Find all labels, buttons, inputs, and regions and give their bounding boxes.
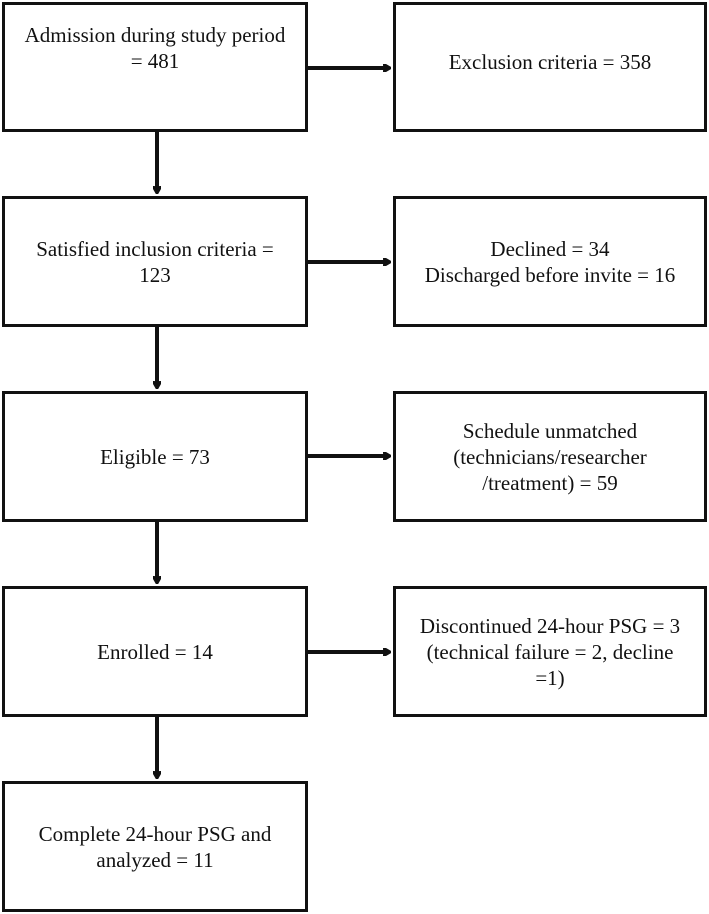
text-line: Discontinued 24-hour PSG = 3 [419, 613, 681, 638]
text-line: Declined = 34 [490, 236, 610, 261]
box-exclusion: Exclusion criteria = 358 [393, 2, 707, 132]
text-line: (technicians/researcher [453, 444, 647, 469]
text-line: = 481 [130, 49, 180, 73]
text-line: Exclusion criteria = 358 [448, 50, 652, 74]
text-line: /treatment) = 59 [482, 470, 618, 495]
text-line: Discharged before invite = 16 [424, 262, 676, 287]
box-declined: Declined = 34 Discharged before invite =… [393, 196, 707, 327]
text-line: Complete 24-hour PSG and [38, 821, 272, 846]
text-line: Admission during study period [24, 23, 286, 47]
box-eligible: Eligible = 73 [2, 391, 308, 522]
text-line: =1) [535, 665, 565, 690]
text-line: (technical failure = 2, decline [426, 639, 674, 664]
text-line: Enrolled = 14 [97, 639, 213, 664]
box-admission: Admission during study period = 481 [2, 2, 308, 132]
text-line: analyzed = 11 [96, 847, 214, 872]
text-line: Eligible = 73 [100, 444, 210, 469]
text-line: 123 [139, 262, 171, 287]
box-inclusion: Satisfied inclusion criteria = 123 [2, 196, 308, 327]
box-schedule-unmatched: Schedule unmatched (technicians/research… [393, 391, 707, 522]
text-line: Schedule unmatched [462, 418, 638, 443]
box-discontinued: Discontinued 24-hour PSG = 3 (technical … [393, 586, 707, 717]
box-complete: Complete 24-hour PSG and analyzed = 11 [2, 781, 308, 912]
box-enrolled: Enrolled = 14 [2, 586, 308, 717]
text-line: Satisfied inclusion criteria = [36, 236, 274, 261]
